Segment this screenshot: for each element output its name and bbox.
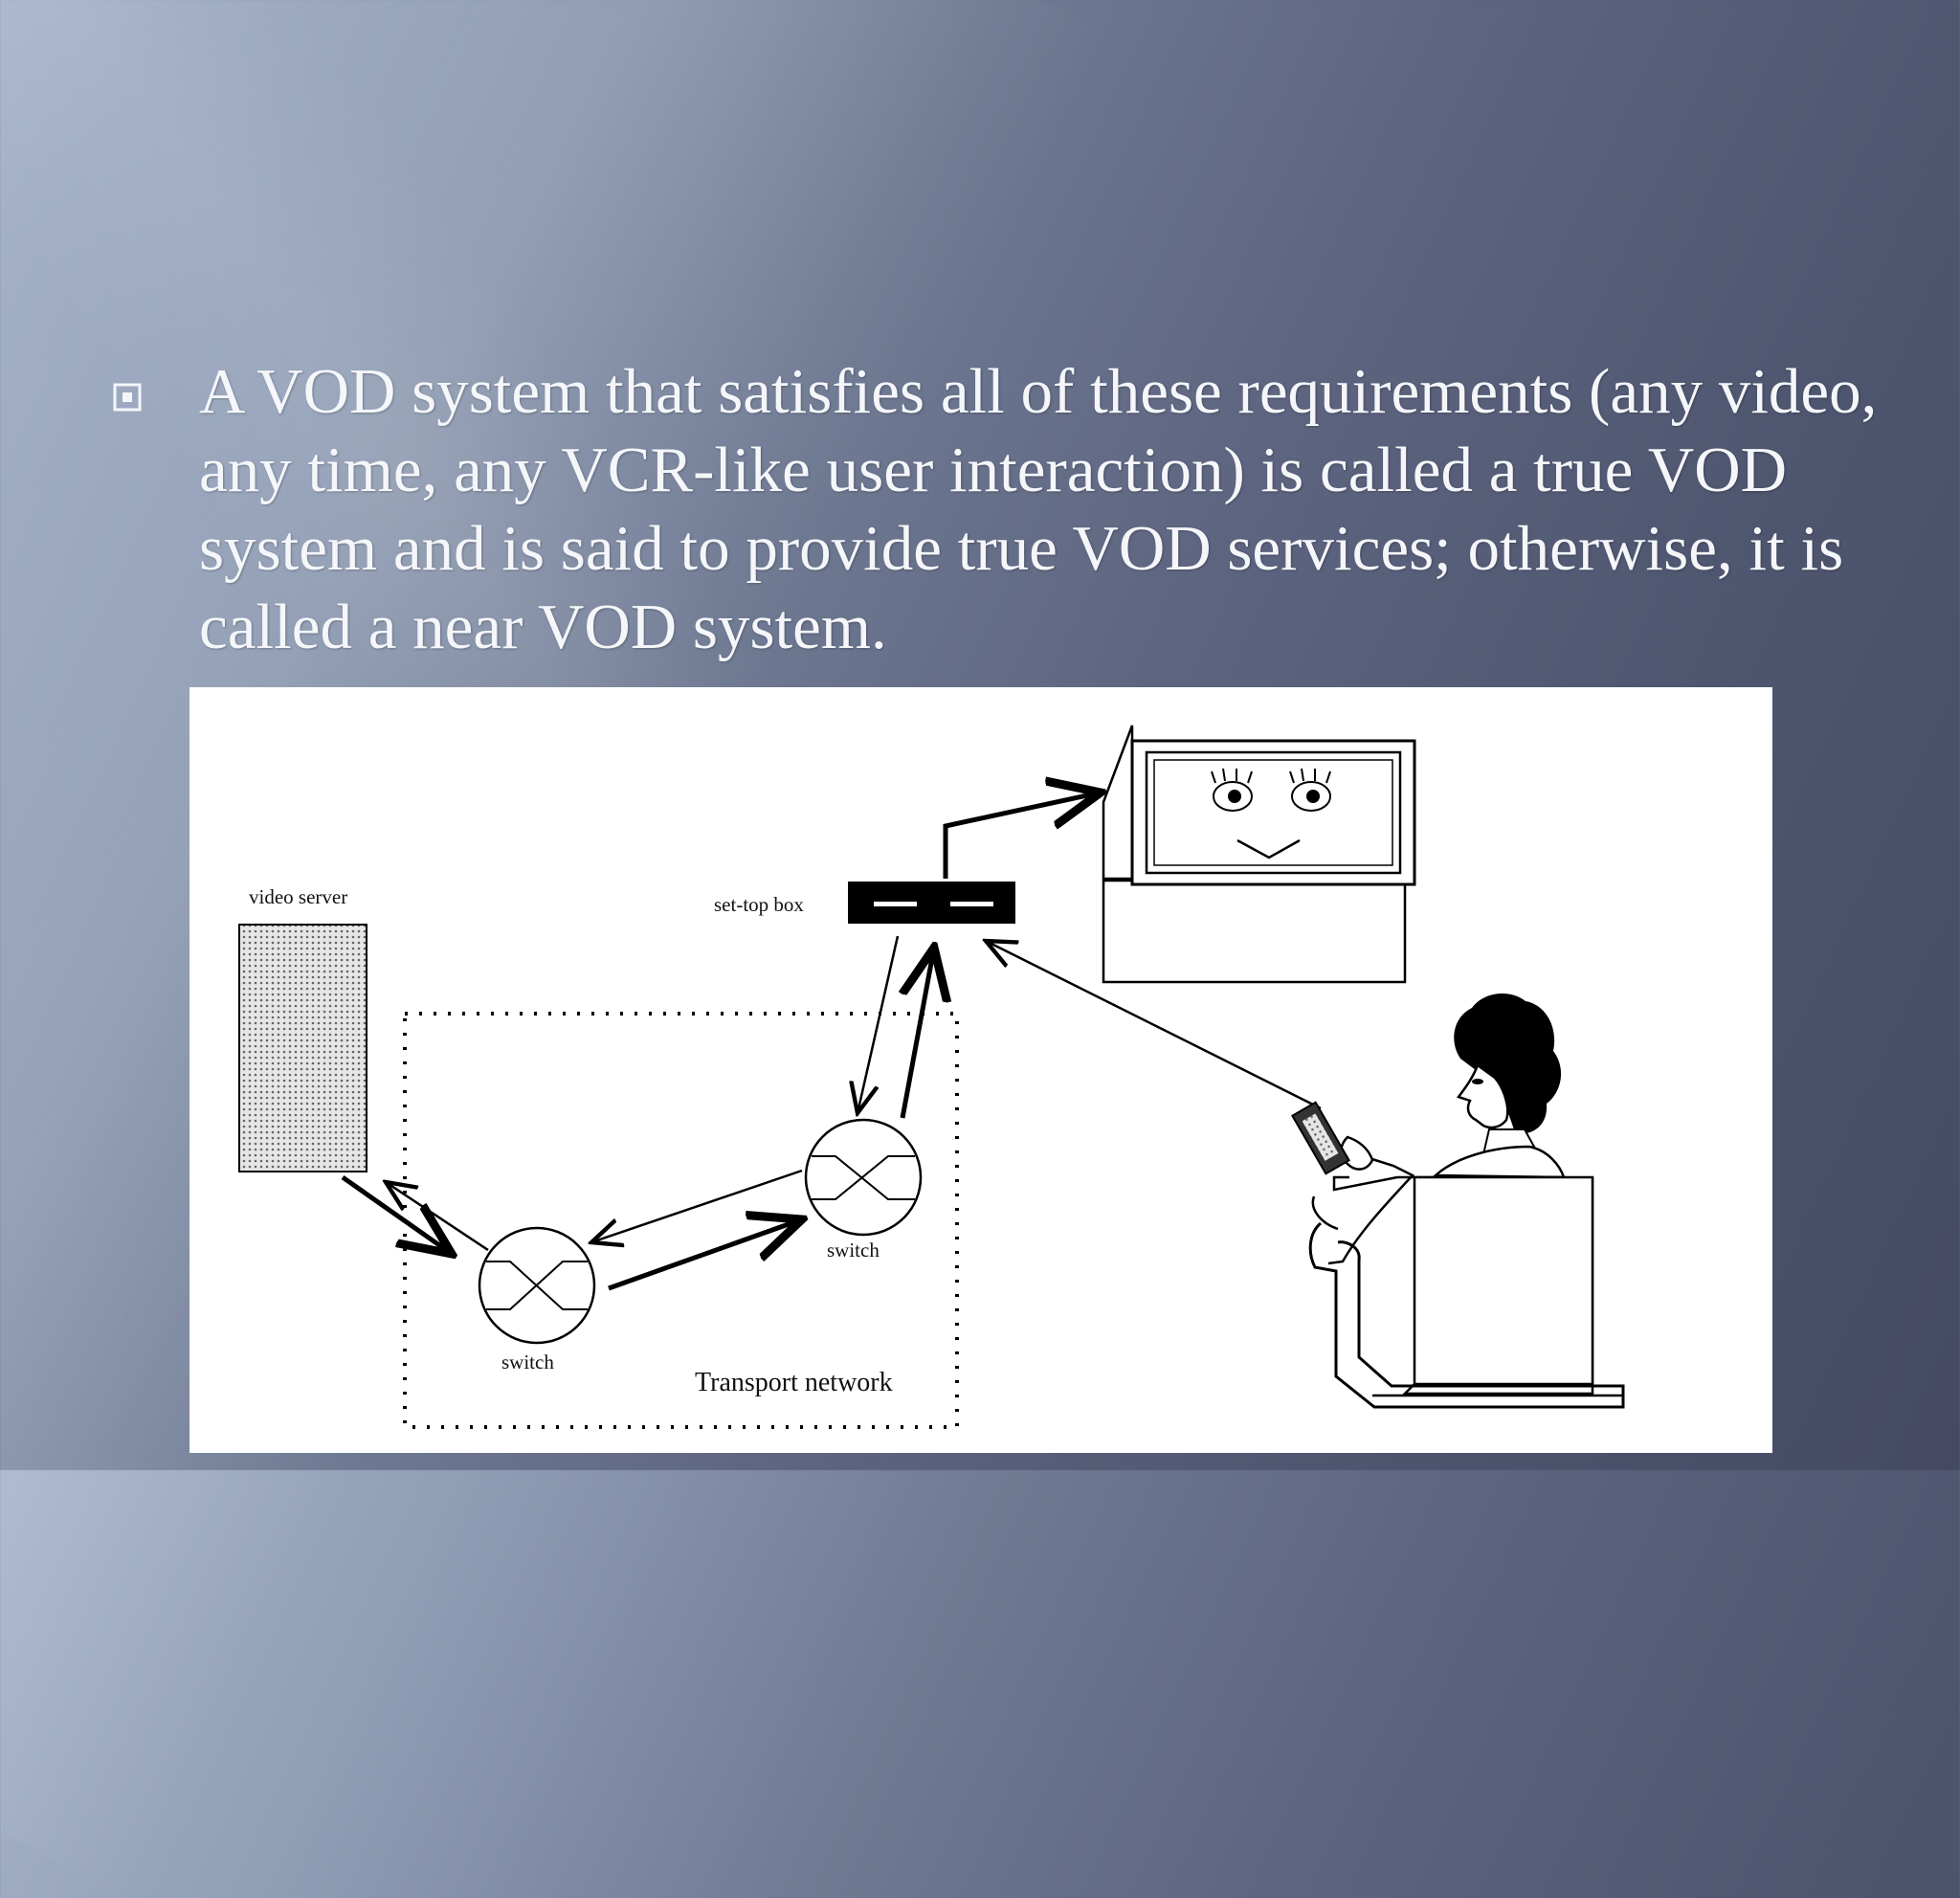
bullet-text: A VOD system that satisfies all of these… [199,356,1878,662]
vod-diagram-svg: video server Transport network switch sw… [238,725,1625,1429]
remote-control-icon [1291,1101,1350,1175]
viewer-person [1291,993,1594,1396]
switch-right [804,1118,923,1237]
video-server-label: video server [249,885,347,908]
set-top-box-label: set-top box [714,893,804,916]
arrow-remote-to-settop [986,941,1322,1110]
arrow-settop-to-switch [858,935,900,1113]
arrow-switch-to-settop [902,948,934,1119]
set-top-box [848,882,1015,924]
switch-left-label: switch [501,1351,554,1373]
vod-system-diagram: video server Transport network switch sw… [189,687,1772,1453]
arrow-switch-to-server [386,1182,489,1252]
switch-right-label: switch [827,1239,880,1262]
tv-face [1211,768,1331,860]
armchair [1308,1175,1625,1409]
bullet-item: A VOD system that satisfies all of these… [113,352,1912,666]
switch-left [478,1226,596,1345]
arrow-switch-right-to-left [591,1169,803,1242]
arrow-switch-left-to-right [608,1219,802,1291]
television [1102,725,1416,984]
transport-network-label: Transport network [695,1368,893,1397]
arrow-settop-to-tv [943,793,1101,879]
arrow-server-to-switch [341,1174,452,1254]
video-server [238,924,368,1172]
square-bullet-icon [113,383,142,412]
